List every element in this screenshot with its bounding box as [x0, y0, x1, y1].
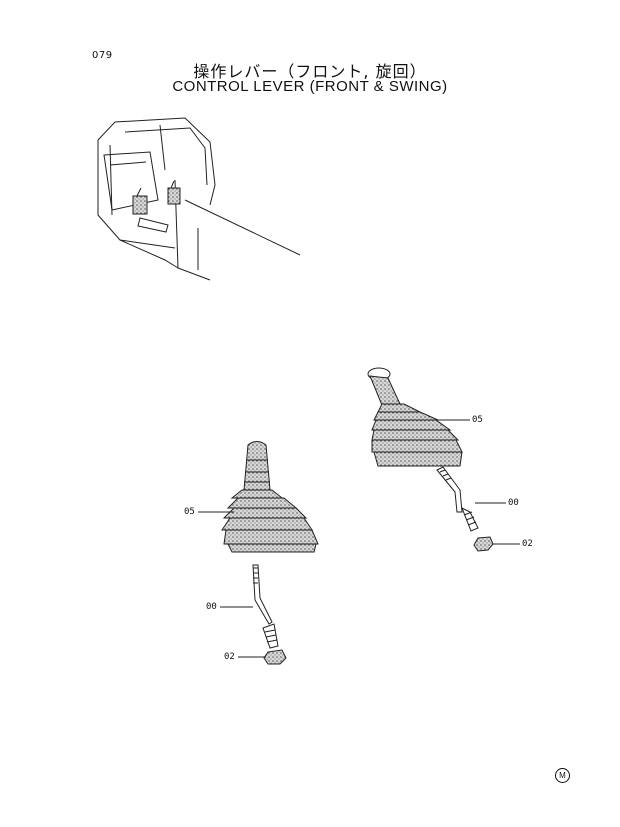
- manufacturer-mark: M: [555, 768, 570, 783]
- callout-left-boot: 05: [184, 507, 195, 517]
- callout-left-nut: 02: [224, 652, 235, 662]
- title-japanese: 操作レバー（フロント, 旋回）: [193, 62, 427, 81]
- callout-right-nut: 02: [522, 539, 533, 549]
- callout-right-lever: 00: [508, 498, 519, 508]
- callout-left-lever: 00: [206, 602, 217, 612]
- callout-right-boot: 05: [472, 415, 483, 425]
- cab-location-sketch: [97, 117, 301, 281]
- title-english: CONTROL LEVER (FRONT & SWING): [172, 78, 448, 95]
- right-control-lever-assembly: [367, 367, 520, 552]
- left-control-lever-assembly: [198, 441, 319, 665]
- page-number: 079: [92, 50, 113, 61]
